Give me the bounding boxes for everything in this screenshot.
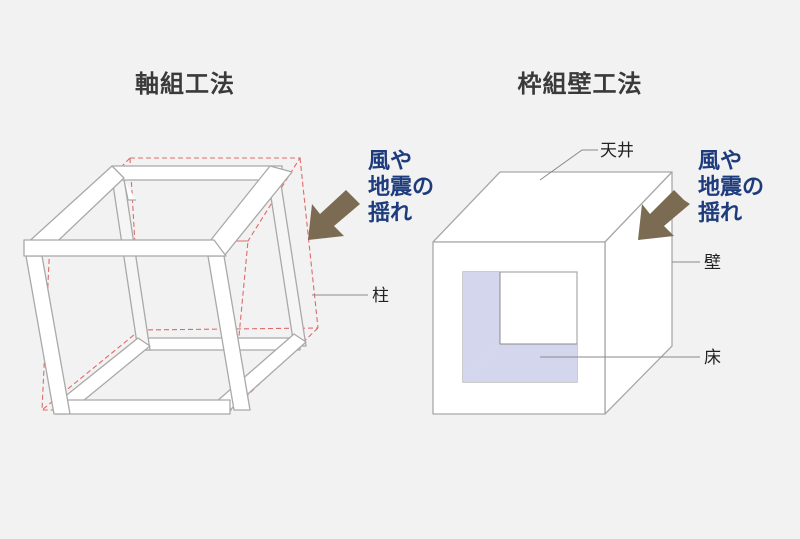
sway-arrow-left bbox=[308, 190, 360, 240]
ceiling-label: 天井 bbox=[600, 141, 634, 161]
sway-note-line-3: 揺れ bbox=[368, 200, 412, 226]
wall-frame-title: 枠組壁工法 bbox=[518, 70, 643, 98]
post-beam-title: 軸組工法 bbox=[135, 70, 235, 98]
ceiling-leader-line bbox=[539, 149, 598, 181]
sway-note-line-2: 地震の bbox=[368, 175, 434, 200]
timber-frame bbox=[23, 165, 307, 415]
sway-arrow-right bbox=[638, 190, 690, 240]
wall-frame-panel: 枠組壁工法 風や 地震の 揺れ 天井 壁 床 bbox=[432, 70, 764, 415]
floor-label: 床 bbox=[704, 348, 721, 368]
pillar-label: 柱 bbox=[372, 286, 389, 306]
sway-note-line-1: 風や bbox=[368, 149, 412, 174]
wall-label: 壁 bbox=[704, 253, 721, 273]
sway-note-right-line-2: 地震の bbox=[698, 175, 764, 200]
sway-note-right-line-3: 揺れ bbox=[698, 200, 742, 226]
front-opening bbox=[462, 271, 578, 383]
sway-note-right-line-1: 風や bbox=[698, 149, 742, 174]
post-beam-panel: 軸組工法 bbox=[23, 70, 434, 415]
